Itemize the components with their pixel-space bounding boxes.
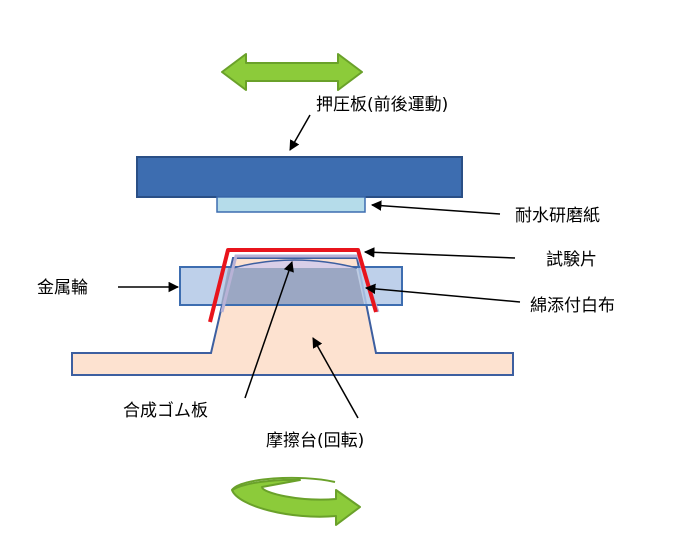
curved-rotation-arrow-icon bbox=[231, 476, 361, 526]
friction-table bbox=[71, 257, 514, 376]
label-rubber-plate: 合成ゴム板 bbox=[123, 400, 208, 421]
leader-test-piece bbox=[363, 247, 516, 259]
leader-friction-table bbox=[312, 337, 359, 419]
leader-cotton-cloth bbox=[364, 283, 521, 303]
leader-pressing-plate bbox=[289, 114, 311, 151]
leader-sandpaper bbox=[370, 200, 501, 215]
double-headed-arrow-icon bbox=[221, 53, 363, 91]
label-cotton-cloth: 綿添付白布 bbox=[530, 296, 615, 316]
label-friction-table: 摩擦台(回転) bbox=[266, 431, 364, 451]
rubber-plate bbox=[232, 259, 358, 269]
waterproof-sandpaper bbox=[216, 196, 366, 213]
label-pressing-plate: 押圧板(前後運動) bbox=[316, 95, 448, 115]
label-waterproof-paper: 耐水研磨紙 bbox=[515, 206, 600, 226]
ring-table-overlap bbox=[221, 268, 364, 304]
pressing-plate bbox=[136, 156, 463, 198]
label-test-piece: 試験片 bbox=[546, 250, 597, 270]
leader-rubber-plate bbox=[244, 261, 294, 399]
label-metal-ring: 金属輪 bbox=[37, 278, 88, 298]
leader-lines bbox=[118, 114, 521, 419]
test-piece bbox=[208, 248, 378, 323]
